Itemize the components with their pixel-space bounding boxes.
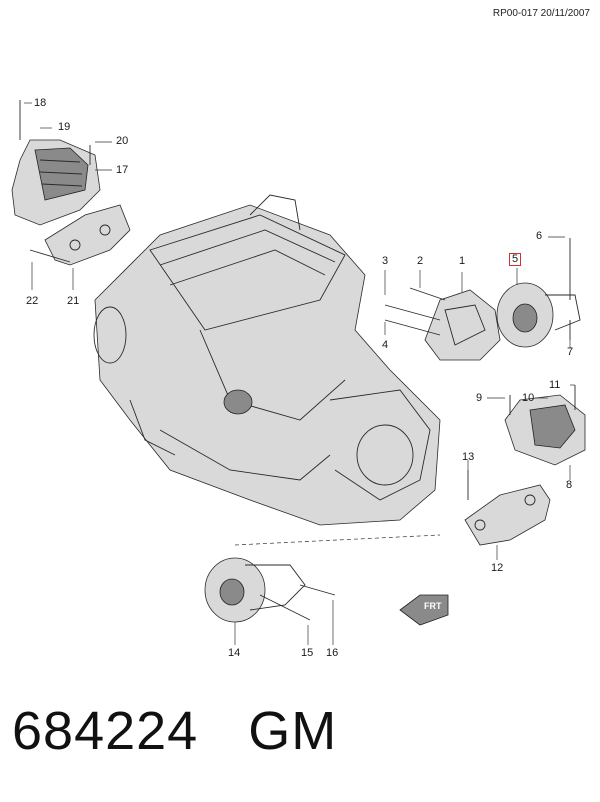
callout-18: 18 (34, 97, 47, 109)
lower-right-bracket (464, 470, 551, 546)
callout-2: 2 (417, 255, 424, 267)
footer-caption: 684224 GM (12, 700, 337, 762)
callout-15: 15 (301, 647, 314, 659)
callout-3: 3 (382, 255, 389, 267)
callout-17: 17 (116, 164, 129, 176)
callout-10: 10 (522, 392, 535, 404)
callout-20: 20 (116, 135, 129, 147)
callout-9: 9 (476, 392, 483, 404)
left-bracket (29, 204, 131, 266)
right-upper-bracket (384, 287, 501, 361)
callout-5-highlighted: 5 (509, 253, 522, 266)
callout-6: 6 (536, 230, 543, 242)
callout-11: 11 (549, 379, 561, 391)
callout-4: 4 (382, 339, 389, 351)
callout-22: 22 (26, 295, 39, 307)
callout-12: 12 (491, 562, 504, 574)
callout-19: 19 (58, 121, 71, 133)
callout-8: 8 (566, 479, 573, 491)
leader-lines (24, 102, 575, 645)
callout-13: 13 (462, 451, 475, 463)
diagram-reference: RP00-017 20/11/2007 (492, 8, 590, 19)
rear-torque-mount (204, 534, 441, 623)
front-direction-label: FRT (424, 601, 442, 611)
lower-right-mount (504, 385, 586, 466)
engine-assembly (93, 194, 441, 526)
callout-21: 21 (67, 295, 80, 307)
brand-name: GM (248, 701, 338, 761)
callout-14: 14 (228, 647, 241, 659)
callout-1: 1 (459, 255, 466, 267)
front-direction-arrow (399, 594, 449, 626)
callout-16: 16 (326, 647, 339, 659)
callout-7: 7 (567, 346, 574, 358)
right-engine-mount (496, 238, 581, 348)
part-code: 684224 (12, 701, 199, 761)
upper-left-mount (11, 100, 101, 226)
